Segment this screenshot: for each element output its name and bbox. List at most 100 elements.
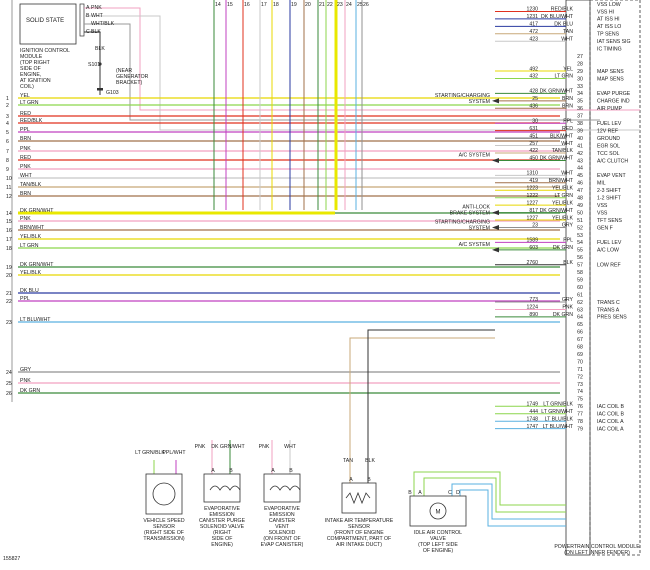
left-pin-number: 18 xyxy=(6,246,12,252)
pcm-pin-number: 69 xyxy=(577,352,583,358)
pcm-pin-number: 47 xyxy=(577,188,583,194)
left-wire-label: YEL/BLK xyxy=(20,234,42,240)
pcm-function-label: MIL xyxy=(597,181,606,187)
component-wire-label: LT GRN/BLK xyxy=(135,450,165,456)
component-wire-label: PNK xyxy=(195,444,206,450)
wire-color-label: YEL/BLK xyxy=(552,185,574,191)
arrow-icon xyxy=(492,225,499,230)
top-pin-number: 14 xyxy=(215,2,221,8)
pcm-function-label: MAP SENS xyxy=(597,76,624,82)
wire-color-label: RED/BLK xyxy=(551,7,574,13)
icm-pin-letter: A xyxy=(86,5,90,11)
arrow-icon xyxy=(492,157,499,163)
pcm-pin-number: 33 xyxy=(577,84,583,90)
wire-color-label: LT BLU/BLK xyxy=(545,416,574,422)
wire-iac-d xyxy=(459,489,566,527)
component-pin-letter: B xyxy=(289,468,293,474)
component-pin-letter: C xyxy=(448,490,452,496)
pcm-pin-number: 51 xyxy=(577,218,583,224)
wire-color-label: DK GRN/WHT xyxy=(540,89,574,95)
left-wire-label: RED xyxy=(20,155,31,161)
left-wire-label: BRN xyxy=(20,136,31,142)
circuit-number: 773 xyxy=(529,297,538,303)
circuit-number: 1310 xyxy=(526,171,538,177)
left-wire-label: PNK xyxy=(20,216,31,222)
left-wire-label: LT GRN xyxy=(20,243,39,249)
circuit-number: 444 xyxy=(529,409,538,415)
component-label-line: (ON FRONT OF xyxy=(263,536,300,542)
iat-resistor-icon xyxy=(345,491,371,505)
pcm-function-label: 12V REF xyxy=(597,128,618,134)
system-ref-line: ANTI-LOCK xyxy=(462,205,490,211)
pcm-function-label: EGR SOL xyxy=(597,143,620,149)
pcm-pin-number: 79 xyxy=(577,426,583,432)
pcm-pin-number: 70 xyxy=(577,359,583,365)
ground-wire-label: BLK xyxy=(95,46,105,52)
ground-symbol xyxy=(97,88,103,91)
wire-color-label: WHT xyxy=(561,171,574,177)
circuit-number: 23 xyxy=(532,223,538,229)
wire-color-label: BRN xyxy=(562,104,573,110)
wire-icm-wht xyxy=(84,15,640,131)
iac-motor-icon xyxy=(429,502,447,520)
component-wire-label: PPL/WHT xyxy=(162,450,186,456)
pcm-pin-number: 29 xyxy=(577,69,583,75)
icm-label-line: COIL) xyxy=(20,84,34,90)
component-wire-label: BLK xyxy=(365,458,375,464)
component-label-line: CANISTER PURGE xyxy=(199,518,246,524)
pcm-pin-number: 35 xyxy=(577,99,583,105)
splice-label: S101 xyxy=(88,62,100,68)
pcm-pin-number: 41 xyxy=(577,143,583,149)
pcm-pin-number: 55 xyxy=(577,248,583,254)
circuit-number: 1749 xyxy=(526,402,538,408)
left-pin-number: 8 xyxy=(6,158,9,164)
icm-pin-letter: C xyxy=(86,29,90,35)
pcm-function-label: 1-2 SHIFT xyxy=(597,196,622,202)
wire-color-label: YEL/BLK xyxy=(552,200,574,206)
component-label-line: EVAPORATIVE xyxy=(264,506,300,512)
left-pin-number: 19 xyxy=(6,265,12,271)
component-pin-letter: A xyxy=(418,490,422,496)
component-label-line: EMISSION xyxy=(209,512,235,518)
component-label-line: SOLENOID xyxy=(269,530,296,536)
pcm-pin-number: 37 xyxy=(577,114,583,120)
wire-icm-blk xyxy=(84,31,101,95)
pcm-pin-number: 52 xyxy=(577,225,583,231)
pcm-pin-number: 43 xyxy=(577,158,583,164)
component-label-line: VENT xyxy=(275,524,290,530)
wire-color-label: BRN/WHT xyxy=(549,178,574,184)
pcm-label-line: POWERTRAIN CONTROL MODULE xyxy=(554,544,640,550)
top-pin-number: 25 xyxy=(357,2,363,8)
pcm-pin-number: 44 xyxy=(577,166,583,172)
pcm-function-label: LOW REF xyxy=(597,263,621,269)
left-pin-number: 12 xyxy=(6,194,12,200)
pcm-pin-number: 78 xyxy=(577,419,583,425)
left-pin-number: 25 xyxy=(6,381,12,387)
wire-iat-blk xyxy=(367,329,495,483)
left-pin-number: 20 xyxy=(6,273,12,279)
pcm-pin-number: 59 xyxy=(577,277,583,283)
pcm-pin-number: 72 xyxy=(577,374,583,380)
component-label-line: OF ENGINE) xyxy=(423,548,454,554)
diagram-static: SOLID STATE xyxy=(11,0,641,556)
top-pin-number: 18 xyxy=(273,2,279,8)
pcm-function-label: PRES SENS xyxy=(597,315,627,321)
component-label-line: (RIGHT SIDE OF xyxy=(144,530,184,536)
pcm-pin-number: 75 xyxy=(577,397,583,403)
pcm-body xyxy=(589,0,641,556)
component-wire-label: DK GRN/WHT xyxy=(211,444,245,450)
wire-color-label: YEL/BLK xyxy=(552,215,574,221)
wire-iat-tan xyxy=(349,337,495,483)
left-pin-number: 14 xyxy=(6,211,12,217)
pcm-function-label: EVAP VENT xyxy=(597,173,626,179)
ignition-control-module xyxy=(19,3,77,45)
circuit-number: 1231 xyxy=(526,14,538,20)
pcm-function-label: VSS LOW xyxy=(597,2,621,8)
component-label-line: COMPARTMENT, PART OF xyxy=(327,536,391,542)
circuit-number: 1227 xyxy=(526,215,538,221)
wire-color-label: DK GRN xyxy=(553,245,573,251)
iac-motor-letter: M xyxy=(436,510,441,516)
left-wire-label: DK BLU xyxy=(20,288,39,294)
wire-color-label: BRN xyxy=(562,96,573,102)
component-label-line: (TOP LEFT SIDE xyxy=(418,542,458,548)
